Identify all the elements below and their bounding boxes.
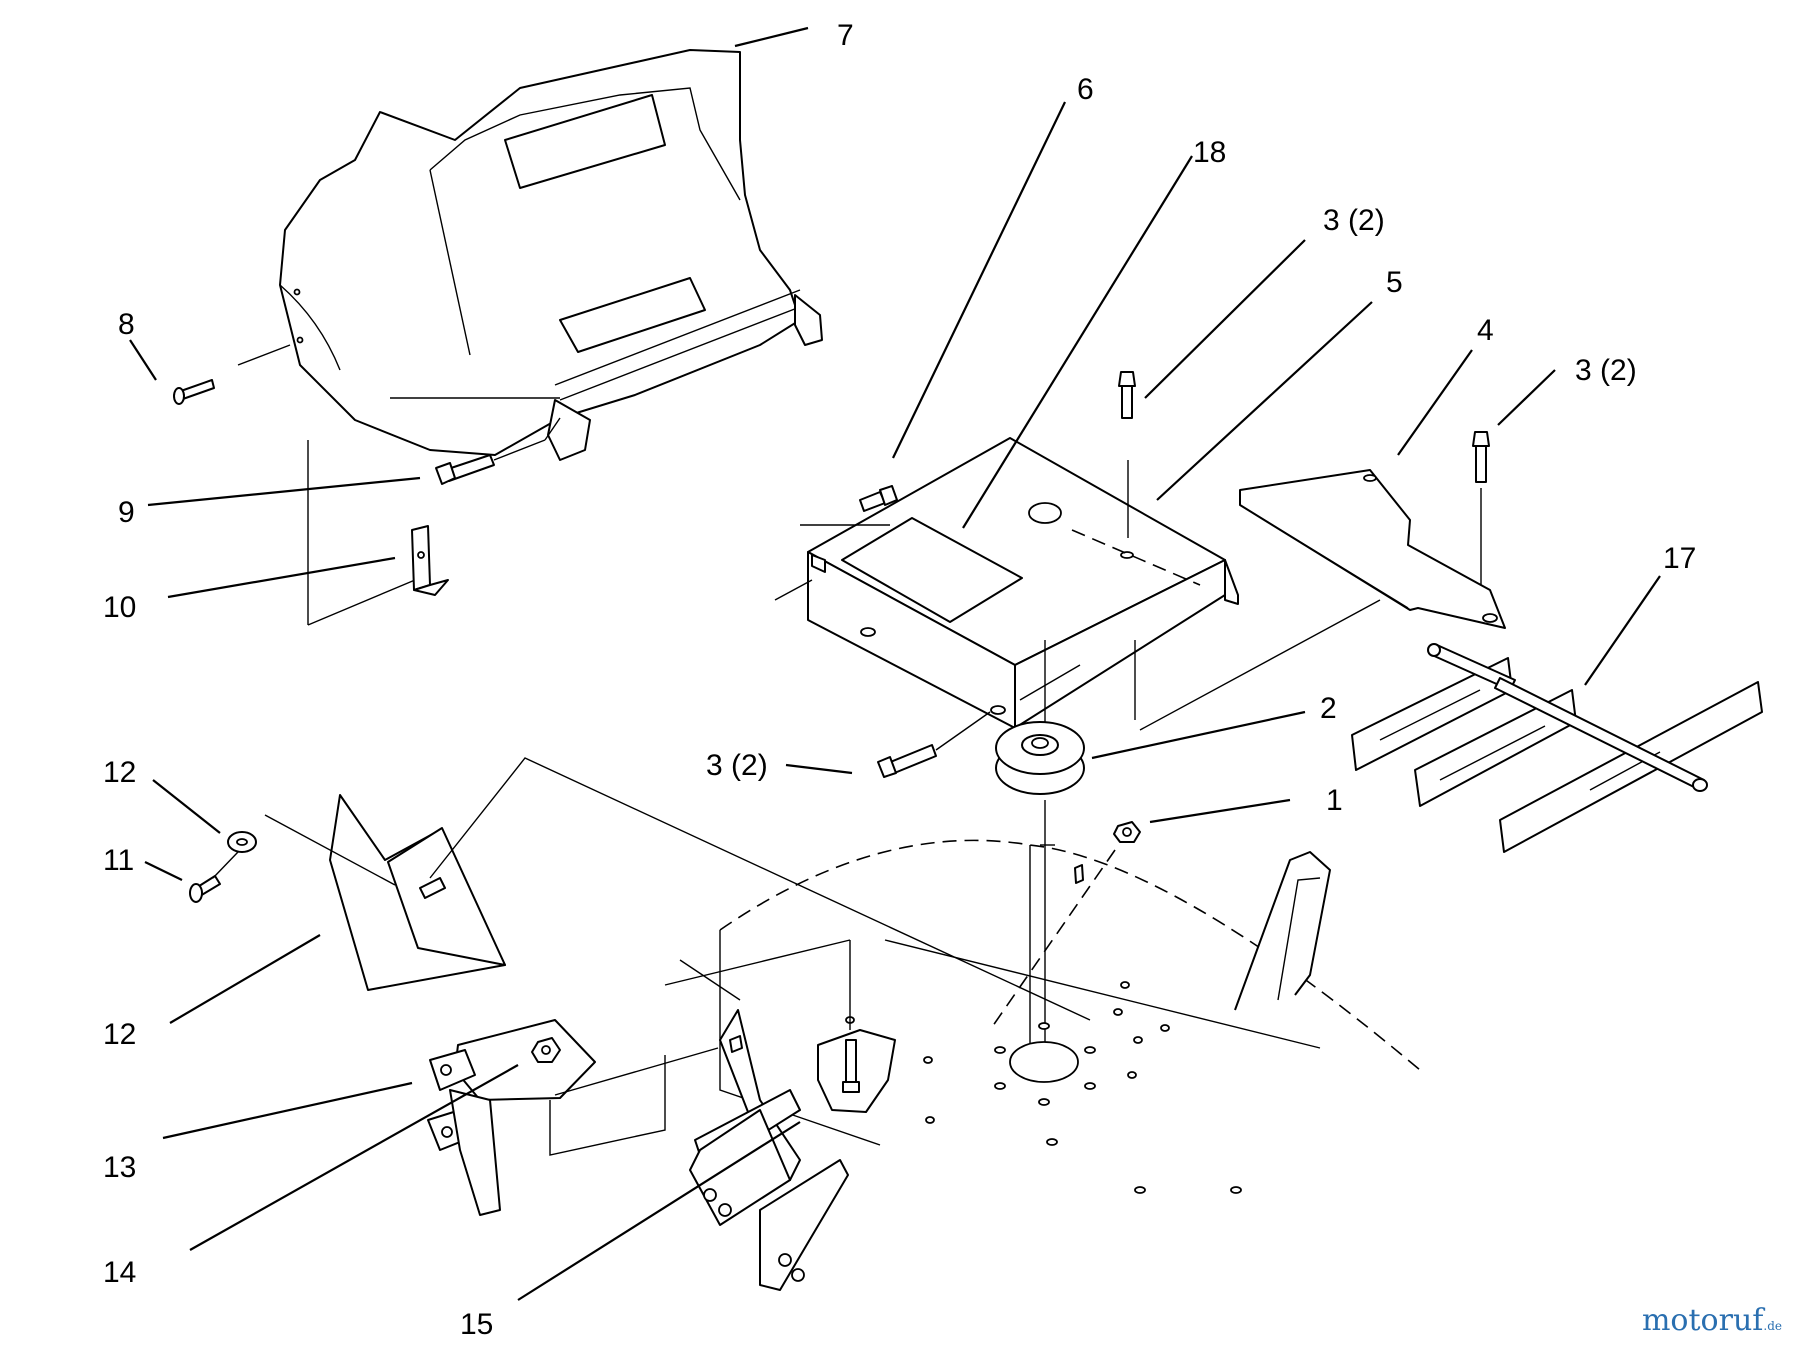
carriage-17 xyxy=(1351,643,1763,853)
bolt-6 xyxy=(859,485,898,512)
callout-3-lower: 3 (2) xyxy=(706,749,768,782)
callout-5: 5 xyxy=(1386,266,1403,299)
callout-10: 10 xyxy=(103,591,136,624)
screw-11 xyxy=(189,851,239,903)
watermark-suffix: .de xyxy=(1763,1319,1782,1333)
leader-lines xyxy=(129,26,1661,1301)
washer-12 xyxy=(227,831,257,853)
callout-7: 7 xyxy=(837,19,854,52)
callout-18: 18 xyxy=(1193,136,1226,169)
bracket-4 xyxy=(1134,469,1506,731)
callout-1: 1 xyxy=(1326,784,1343,817)
pulley-2 xyxy=(995,721,1085,1060)
cover-box xyxy=(774,437,1239,760)
callout-8: 8 xyxy=(118,308,135,341)
pin-8 xyxy=(173,344,291,405)
seat xyxy=(279,49,823,626)
callout-12-bottom: 12 xyxy=(103,1018,136,1051)
callout-15: 15 xyxy=(460,1308,493,1341)
bolt-3-lower xyxy=(877,711,991,778)
callout-14: 14 xyxy=(103,1256,136,1289)
callout-9: 9 xyxy=(118,496,135,529)
bracket-10 xyxy=(411,525,449,596)
callout-13: 13 xyxy=(103,1151,136,1184)
callout-labels: 7 6 18 3 (2) 5 4 3 (2) 17 8 9 10 2 3 (2)… xyxy=(103,19,1696,1341)
callout-6: 6 xyxy=(1077,73,1094,106)
deflector-12 xyxy=(264,757,1091,1021)
nut-1 xyxy=(989,821,1141,1031)
bolt-3-top xyxy=(1118,371,1136,419)
blade-15 xyxy=(817,940,896,1113)
watermark-brand: motoruf xyxy=(1641,1303,1764,1338)
mower-deck xyxy=(719,839,1421,1194)
callout-2: 2 xyxy=(1320,692,1337,725)
bolt-9 xyxy=(435,417,561,485)
callout-11: 11 xyxy=(103,844,134,877)
callout-4: 4 xyxy=(1477,314,1494,347)
watermark-logo: motoruf.de xyxy=(1642,1303,1782,1338)
hitch-plates xyxy=(679,959,849,1291)
callout-12-top: 12 xyxy=(103,756,136,789)
callout-3-right: 3 (2) xyxy=(1575,354,1637,387)
callout-3-top: 3 (2) xyxy=(1323,204,1385,237)
callout-17: 17 xyxy=(1663,542,1696,575)
